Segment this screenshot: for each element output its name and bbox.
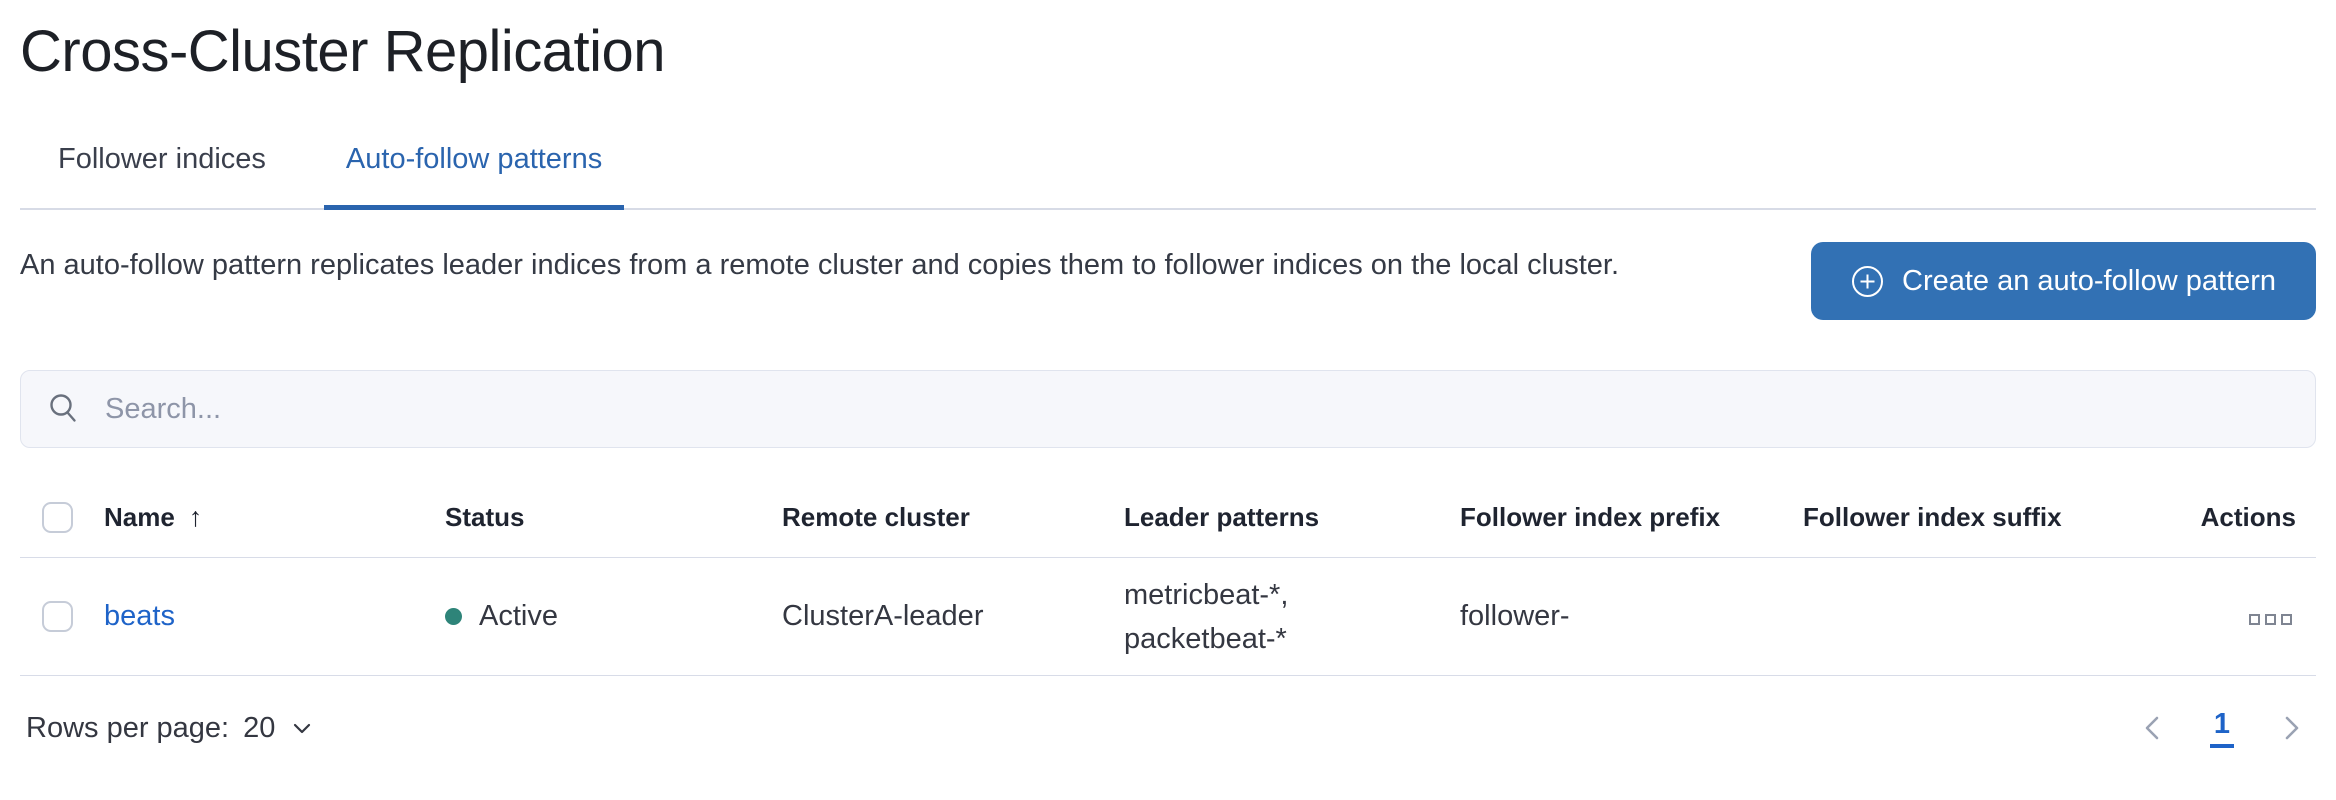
auto-follow-patterns-table: Name ↑ Status Remote cluster Leader patt…: [20, 478, 2316, 676]
status-cell: Active: [445, 600, 782, 633]
column-header-follower-index-prefix: Follower index prefix: [1460, 502, 1721, 532]
status-label: Active: [479, 600, 558, 632]
page-description: An auto-follow pattern replicates leader…: [20, 249, 1620, 281]
rows-per-page-value: 20: [243, 711, 276, 744]
pagination: 1: [2138, 708, 2306, 748]
table-header-row: Name ↑ Status Remote cluster Leader patt…: [20, 478, 2316, 558]
page-title: Cross-Cluster Replication: [20, 19, 666, 84]
search-icon: [47, 392, 81, 426]
column-header-name[interactable]: Name ↑: [104, 502, 445, 533]
status-active-dot-icon: [445, 608, 462, 625]
leader-pattern-line: packetbeat-*: [1124, 622, 1287, 655]
column-header-name-label: Name: [104, 502, 175, 532]
create-button-label: Create an auto-follow pattern: [1902, 264, 2276, 297]
rows-per-page-label: Rows per page:: [26, 711, 230, 744]
name-cell: beats: [104, 600, 445, 633]
pattern-name-link[interactable]: beats: [104, 600, 175, 632]
column-header-follower-index-suffix: Follower index suffix: [1803, 502, 2062, 532]
create-auto-follow-pattern-button[interactable]: Create an auto-follow pattern: [1811, 242, 2316, 320]
chevron-left-icon: [2145, 716, 2159, 740]
table-footer: Rows per page: 20 1: [20, 696, 2316, 760]
search-bar: [20, 370, 2316, 448]
boxes-horizontal-icon: [2249, 614, 2260, 625]
tab-bar: Follower indices Auto-follow patterns: [20, 129, 2316, 210]
column-header-actions: Actions: [2200, 502, 2296, 532]
chevron-down-icon: [289, 715, 315, 741]
next-page-button[interactable]: [2278, 711, 2306, 745]
column-header-leader-patterns: Leader patterns: [1124, 502, 1320, 532]
sort-ascending-icon: ↑: [188, 502, 203, 532]
cross-cluster-replication-page: Cross-Cluster Replication Follower indic…: [20, 19, 2316, 760]
previous-page-button[interactable]: [2138, 711, 2166, 745]
page-number-button[interactable]: 1: [2209, 708, 2234, 748]
row-checkbox[interactable]: [42, 601, 73, 632]
tab-follower-indices[interactable]: Follower indices: [36, 129, 288, 208]
plus-in-circle-icon: [1851, 265, 1884, 298]
column-header-remote-cluster: Remote cluster: [782, 502, 970, 532]
leader-pattern-line: metricbeat-*,: [1124, 578, 1289, 611]
select-all-checkbox[interactable]: [42, 502, 73, 533]
row-actions-button[interactable]: [2245, 610, 2296, 629]
follower-index-prefix-cell: follower-: [1460, 600, 1570, 632]
column-header-status: Status: [445, 502, 525, 532]
search-input[interactable]: [105, 371, 2299, 447]
table-row: beats Active ClusterA-leader metricbeat-…: [20, 558, 2316, 676]
tab-auto-follow-patterns[interactable]: Auto-follow patterns: [323, 129, 625, 210]
rows-per-page-button[interactable]: Rows per page: 20: [26, 712, 315, 745]
actions-cell: [2146, 600, 2316, 633]
chevron-right-icon: [2285, 716, 2299, 740]
leader-patterns-cell: metricbeat-*, packetbeat-*: [1124, 573, 1460, 661]
intro-section: An auto-follow pattern replicates leader…: [20, 242, 2316, 320]
header-checkbox-cell: [20, 502, 104, 533]
row-checkbox-cell: [20, 601, 104, 632]
remote-cluster-cell: ClusterA-leader: [782, 600, 984, 632]
